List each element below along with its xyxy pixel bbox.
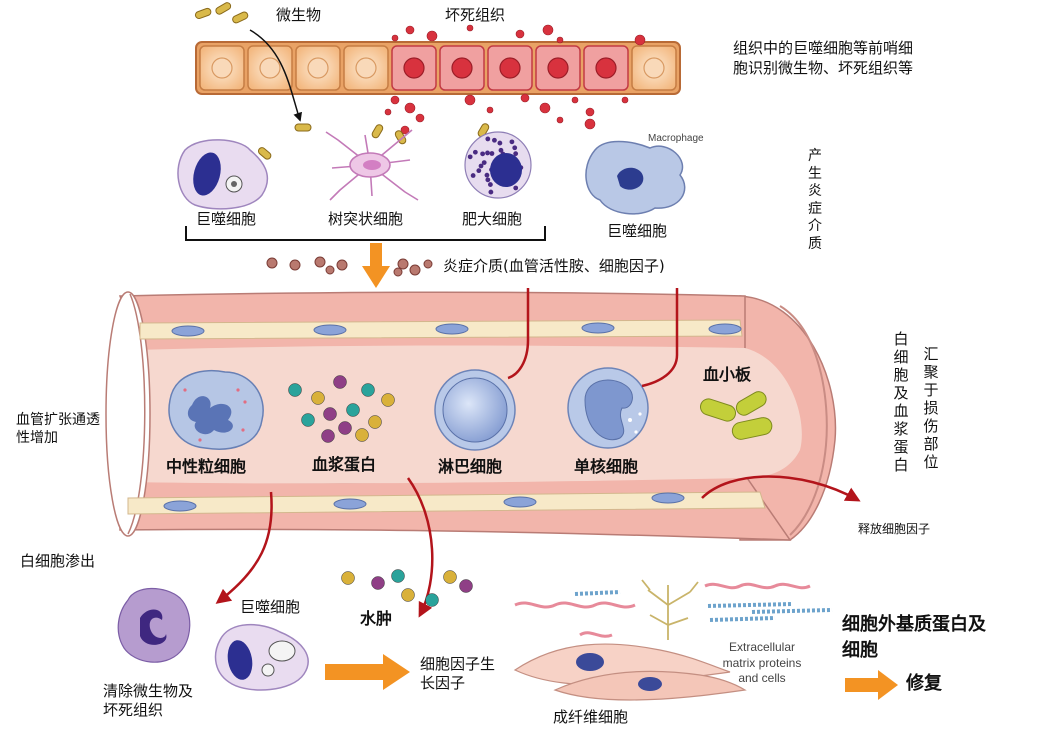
debris-dot: [486, 106, 494, 114]
necrotic-debris: [384, 24, 646, 135]
repair-arrow: [845, 670, 898, 700]
cytokine-release-arrow: [701, 475, 861, 502]
debris-dot: [585, 107, 595, 117]
growth-factor-arrow: [325, 654, 410, 690]
monocyte-icon: [567, 367, 649, 449]
ecm-fibers: [514, 579, 833, 640]
tissue-cell-row: [195, 41, 681, 95]
endothelial-nucleus: [503, 496, 537, 508]
ecm-en-label: Extracellular matrix proteins and cells: [722, 640, 802, 686]
necrotic-tissue-label: 坏死组织: [445, 6, 506, 24]
tissue-cell: [631, 45, 677, 91]
endothelial-nucleus: [333, 498, 367, 510]
macrophage-3-label: 巨噬细胞: [240, 598, 301, 616]
clearing-macrophage-icon: [117, 587, 191, 663]
mediator-to-monocyte-line: [641, 288, 679, 388]
necrotic-cell: [487, 45, 533, 91]
debris-dot: [571, 96, 579, 104]
dendritic-cell-icon: [325, 129, 419, 201]
leukocyte-exudation-label: 白细胞渗出: [20, 552, 96, 570]
macrophage-1-label: 巨噬细胞: [196, 210, 257, 228]
repair-label: 修复: [906, 673, 942, 694]
neutrophil-exit-arrow: [215, 491, 273, 604]
debris-dot: [400, 125, 410, 135]
fibroblast-icon: [513, 643, 747, 701]
mediators-label: 炎症介质(血管活性胺、细胞因子): [443, 257, 665, 275]
debris-dot: [520, 93, 530, 103]
clear-microbes-label: 清除微生物及坏死组织: [103, 682, 194, 719]
lymphocyte-icon: [434, 369, 516, 451]
ecm-cn-label: 细胞外基质蛋白及细胞: [842, 614, 986, 662]
debris-dot: [515, 29, 525, 39]
mediator-to-lymphocyte-line: [507, 288, 530, 380]
gather-label-1: 白细胞及血浆蛋白: [893, 330, 909, 474]
debris-dot: [542, 24, 554, 36]
necrotic-cell: [583, 45, 629, 91]
release-cytokines-label: 释放细胞因子: [858, 522, 931, 536]
down-arrow: [362, 243, 390, 288]
debris-dot: [391, 34, 399, 42]
microbe-icon: [194, 2, 490, 160]
macrophage-en-label: Macrophage: [648, 133, 704, 144]
debris-dot: [556, 36, 564, 44]
debris-dot: [539, 102, 551, 114]
platelet-label: 血小板: [703, 365, 752, 384]
debris-dot: [384, 108, 392, 116]
plasma-exit-arrow: [406, 477, 434, 618]
debris-dot: [621, 96, 629, 104]
fibroblast-label: 成纤维细胞: [553, 708, 629, 726]
macrophage-2-icon: [585, 140, 686, 215]
mast-cell-label: 肥大细胞: [462, 210, 523, 228]
endothelial-nucleus: [313, 324, 347, 336]
necrotic-cell: [439, 45, 485, 91]
debris-dot: [556, 116, 564, 124]
endothelial-nucleus: [435, 323, 469, 335]
endothelial-nucleus: [171, 325, 205, 337]
debris-dot: [390, 95, 400, 105]
plasma-protein-label: 血浆蛋白: [312, 455, 377, 474]
endothelial-nucleus: [581, 322, 615, 334]
tissue-cell: [199, 45, 245, 91]
vasodilation-label: 血管扩张通透性增加: [16, 412, 100, 446]
endothelial-nucleus: [708, 323, 742, 335]
debris-dot: [426, 30, 438, 42]
microbe-pointer: [249, 29, 302, 122]
macrophage-1-icon: [177, 139, 269, 210]
debris-dot: [404, 102, 416, 114]
mediator-dots: [266, 256, 433, 277]
edema-protein-icon: [341, 569, 473, 607]
necrotic-cell: [535, 45, 581, 91]
endothelial-nucleus: [651, 492, 685, 504]
debris-dot: [405, 25, 415, 35]
neutrophil-label: 中性粒细胞: [166, 457, 247, 476]
debris-dot: [415, 113, 425, 123]
neutrophil-icon: [168, 369, 264, 450]
monocyte-label: 单核细胞: [574, 457, 639, 476]
gather-label-2: 汇聚于损伤部位: [923, 345, 939, 471]
growth-factors-label: 细胞因子生长因子: [420, 655, 496, 692]
macrophage-3-icon: [214, 623, 309, 691]
tissue-cell: [343, 45, 389, 91]
plasma-protein-icon: [288, 375, 395, 443]
dendritic-cell-label: 树突状细胞: [328, 210, 404, 228]
tissue-cell: [247, 45, 293, 91]
lymphocyte-label: 淋巴细胞: [438, 457, 503, 476]
endothelial-nucleus: [163, 500, 197, 512]
recognition-note: 组织中的巨噬细胞等前哨细胞识别微生物、坏死组织等: [733, 39, 914, 78]
macrophage-2-label: 巨噬细胞: [607, 222, 668, 240]
debris-dot: [466, 24, 474, 32]
sentinel-bracket: [185, 226, 546, 241]
platelet-icon: [699, 391, 773, 440]
debris-dot: [584, 118, 596, 130]
necrotic-cell: [391, 45, 437, 91]
produce-mediators-label: 产生炎症介质: [808, 148, 822, 252]
debris-dot: [464, 94, 476, 106]
tissue-cell: [295, 45, 341, 91]
mast-cell-icon: [464, 131, 532, 199]
debris-dot: [634, 34, 646, 46]
microbe-label: 微生物: [276, 6, 322, 24]
edema-label: 水肿: [360, 609, 393, 628]
